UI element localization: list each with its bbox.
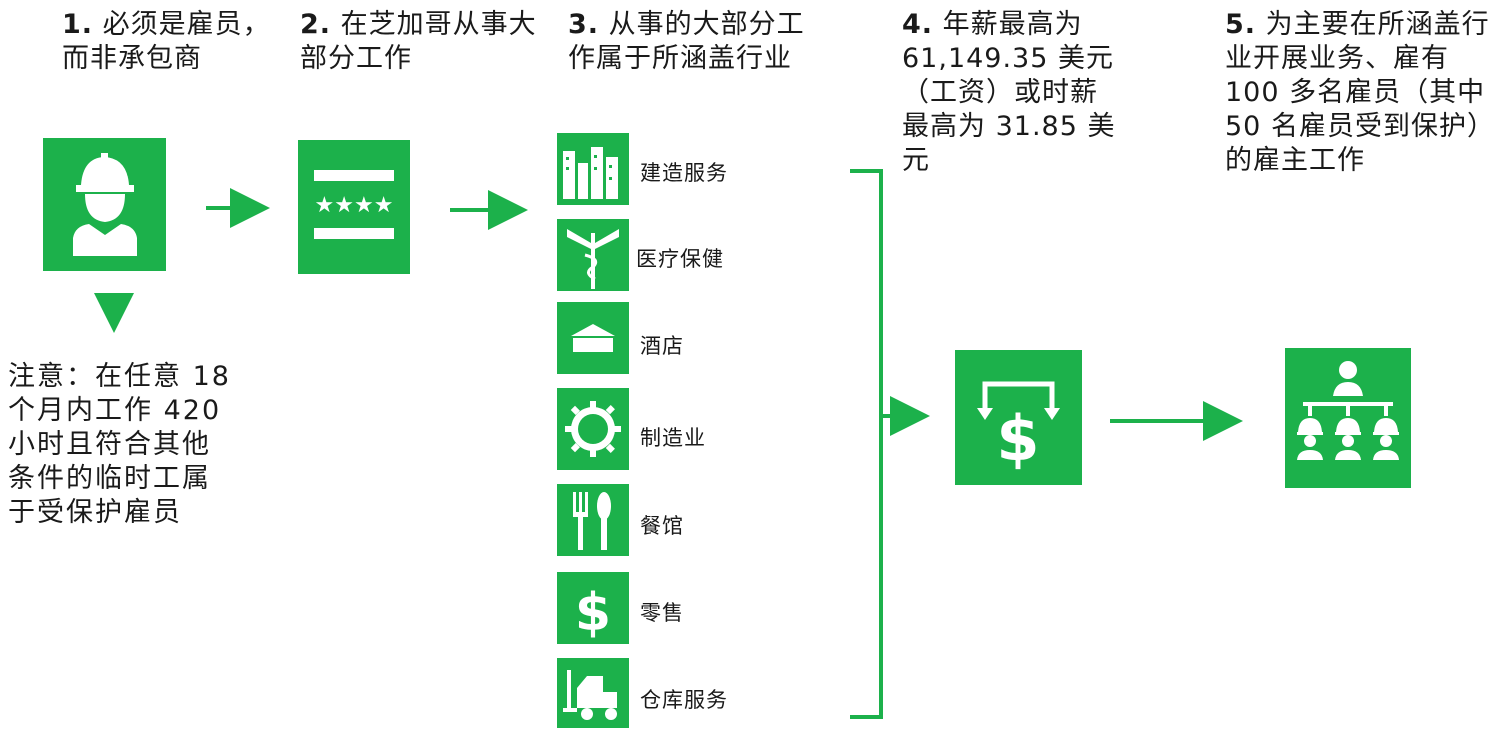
caduceus-icon bbox=[567, 229, 619, 289]
industry-restaurant-label: 餐馆 bbox=[640, 514, 684, 538]
chicago-tile: ★★★★ bbox=[298, 140, 410, 274]
wage-tile: $ bbox=[955, 350, 1082, 485]
employer-tile bbox=[1285, 348, 1411, 488]
dollar-cycle-icon: $ bbox=[977, 381, 1060, 475]
forklift-icon bbox=[563, 670, 617, 720]
construction-tile bbox=[557, 133, 629, 205]
industry-healthcare-label: 医疗保健 bbox=[636, 247, 724, 271]
industry-warehouse-label: 仓库服务 bbox=[640, 688, 728, 712]
industry-hotel-label: 酒店 bbox=[640, 334, 684, 358]
hardhat-worker-icon bbox=[73, 153, 137, 256]
hotel-tile bbox=[557, 302, 629, 374]
svg-text:$: $ bbox=[575, 583, 611, 643]
step-5-heading: 5. 为主要在所涵盖行业开展业务、雇有 100 多名雇员（其中 50 名雇员受到… bbox=[1225, 9, 1495, 176]
worker-tile bbox=[43, 138, 166, 271]
svg-text:$: $ bbox=[996, 402, 1039, 475]
step-4-heading: 4. 年薪最高为 61,149.35 美元（工资）或时薪最高为 31.85 美元 bbox=[902, 9, 1116, 176]
restaurant-tile bbox=[557, 484, 629, 556]
retail-tile: $ bbox=[557, 572, 629, 644]
step-2-heading: 2. 在芝加哥从事大部分工作 bbox=[300, 9, 537, 74]
industries-bracket bbox=[850, 169, 883, 719]
dollar-icon: $ bbox=[575, 583, 611, 643]
industry-retail-label: 零售 bbox=[640, 601, 684, 625]
industry-construction-label: 建造服务 bbox=[640, 161, 728, 185]
warehouse-tile bbox=[557, 658, 629, 728]
industry-manufacturing-label: 制造业 bbox=[640, 426, 706, 450]
fork-knife-icon bbox=[573, 492, 611, 550]
temp-worker-note: 注意：在任意 18 个月内工作 420 小时且符合其他条件的临时工属于受保护雇员 bbox=[8, 361, 231, 528]
healthcare-tile bbox=[557, 219, 629, 291]
step-3-heading: 3. 从事的大部分工作属于所涵盖行业 bbox=[568, 9, 805, 74]
gear-icon bbox=[565, 401, 621, 457]
hotel-icon bbox=[571, 324, 615, 352]
step-1-heading: 1. 必须是雇员，而非承包商 bbox=[62, 9, 271, 74]
org-chart-icon bbox=[1297, 361, 1399, 460]
chicago-flag-icon: ★★★★ bbox=[314, 170, 394, 239]
buildings-icon bbox=[563, 147, 618, 199]
manufacturing-tile bbox=[557, 388, 629, 470]
svg-text:★★★★: ★★★★ bbox=[315, 193, 394, 218]
